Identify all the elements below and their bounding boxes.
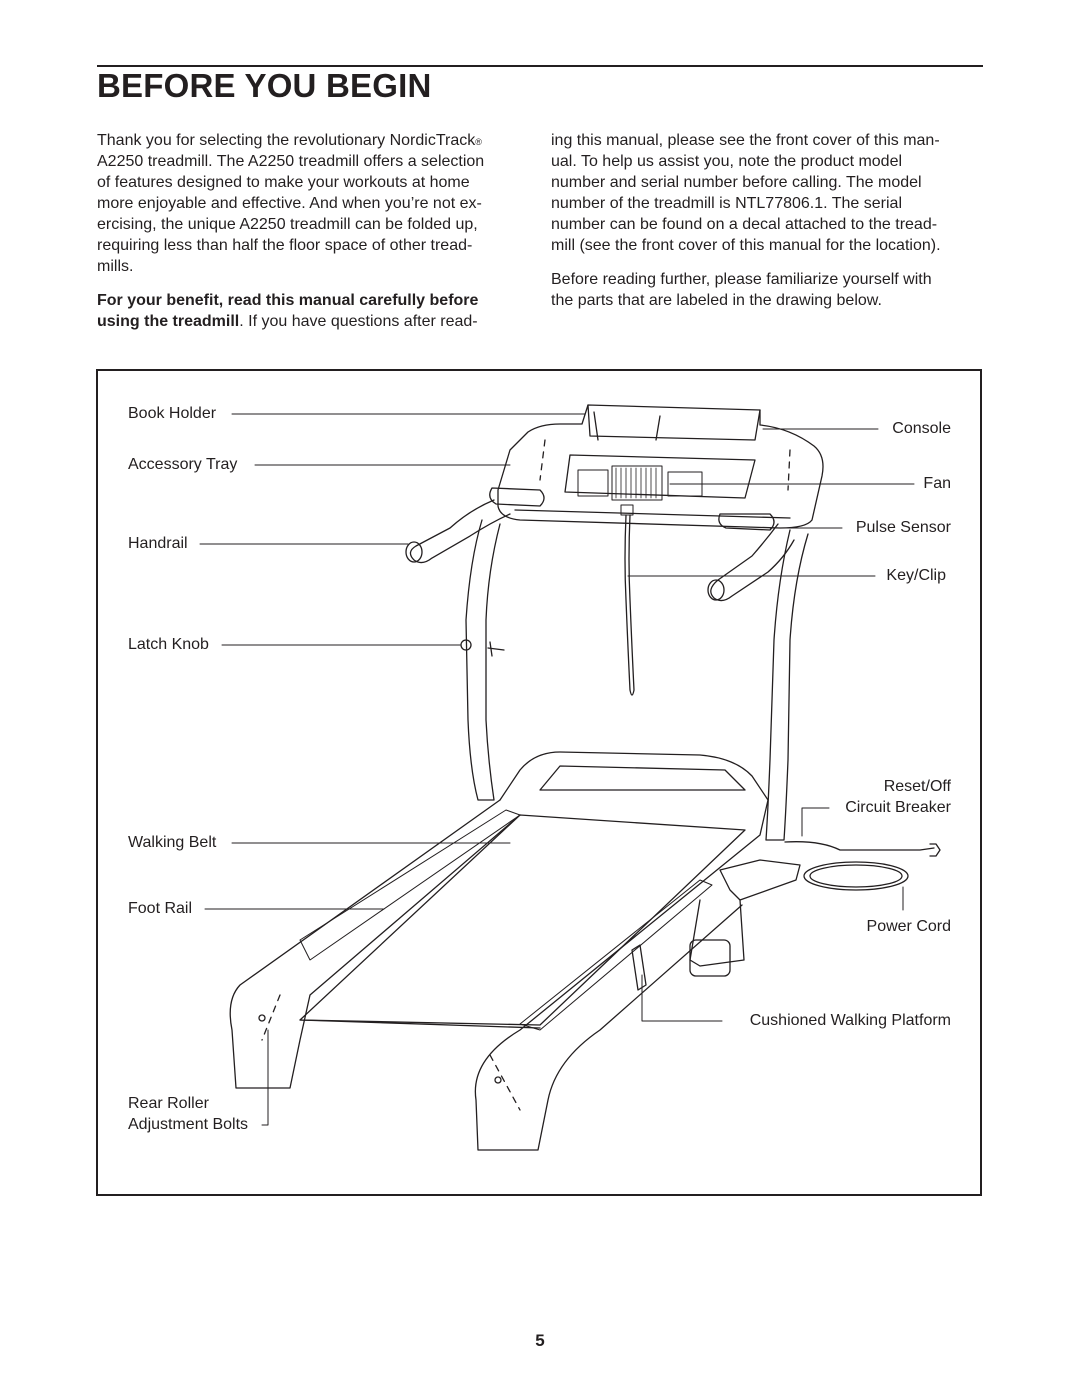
deck-left-rail (229, 799, 521, 1089)
power-cord (784, 841, 935, 851)
page-title: BEFORE YOU BEGIN (97, 67, 432, 104)
motor-hood (499, 751, 769, 801)
label-circuit-breaker: Circuit Breaker (845, 799, 951, 816)
leader-cushioned-platform (641, 974, 723, 1022)
upright-right (765, 529, 809, 841)
intro-line: mill (see the front cover of this manual… (551, 237, 941, 254)
pulse-handle-right (718, 513, 775, 531)
leader-lines (199, 413, 915, 1126)
foot-rail-left (299, 809, 521, 961)
label-key-clip: Key/Clip (886, 567, 946, 584)
label-rear-roller: Rear Roller (128, 1095, 209, 1112)
latch-knob (460, 639, 472, 651)
label-accessory-tray: Accessory Tray (128, 456, 238, 473)
intro-line: A2250 treadmill. The A2250 treadmill off… (97, 153, 485, 170)
leader-reset-off (801, 807, 830, 837)
registered-mark: ® (475, 137, 482, 147)
intro-paragraph-1: Thank you for selecting the revolutionar… (97, 130, 529, 277)
page-number: 5 (535, 1331, 545, 1350)
intro-line: the parts that are labeled in the drawin… (551, 292, 882, 309)
leader-rear-roller (261, 1029, 269, 1126)
label-adjustment-bolts: Adjustment Bolts (128, 1116, 249, 1133)
intro-line: ing this manual, please see the front co… (551, 132, 940, 149)
fan-grille (611, 465, 663, 501)
label-latch-knob: Latch Knob (128, 636, 209, 653)
console-shape (497, 404, 824, 529)
intro-line: mills. (97, 258, 134, 275)
intro-line: of features designed to make your workou… (97, 174, 470, 191)
treadmill-figure-frame (96, 369, 982, 1196)
upright-left (465, 519, 501, 801)
intro-line: Before reading further, please familiari… (551, 271, 932, 288)
foot-rail-right (519, 879, 713, 1031)
adjustment-bolt-right (494, 1076, 502, 1084)
label-cushioned-walking-platform: Cushioned Walking Platform (749, 1012, 951, 1029)
handrail-right (710, 523, 795, 602)
intro-paragraph-4: Before reading further, please familiari… (551, 269, 983, 311)
pulse-handle-left (489, 487, 545, 507)
label-fan: Fan (923, 475, 951, 492)
intro-line: number can be found on a decal attached … (551, 216, 938, 233)
intro-paragraph-2: For your benefit, read this manual caref… (97, 290, 529, 332)
deck-right-rail (474, 799, 769, 1151)
label-console: Console (892, 420, 951, 437)
label-walking-belt: Walking Belt (128, 834, 217, 851)
intro-line: . If you have questions after read- (239, 313, 478, 330)
label-foot-rail: Foot Rail (128, 900, 193, 917)
handrail-left (409, 499, 511, 564)
intro-right-column: ing this manual, please see the front co… (551, 130, 983, 324)
bold-instruction-line: For your benefit, read this manual caref… (97, 292, 479, 309)
accessory-tray-shape (564, 454, 756, 499)
adjustment-bolt-left (258, 1014, 266, 1022)
treadmill-drawing (229, 404, 941, 1151)
intro-line: ual. To help us assist you, note the pro… (551, 153, 903, 170)
label-handrail: Handrail (128, 535, 188, 552)
base-frame (719, 859, 801, 901)
label-reset-off: Reset/Off (883, 778, 951, 795)
key-clip-cord (624, 514, 635, 696)
bold-instruction-line: using the treadmill (97, 313, 240, 330)
label-pulse-sensor: Pulse Sensor (855, 519, 951, 536)
intro-line: Thank you for selecting the revolutionar… (97, 132, 476, 149)
intro-line: number and serial number before calling.… (551, 174, 922, 191)
intro-paragraph-3: ing this manual, please see the front co… (551, 130, 983, 256)
label-book-holder: Book Holder (128, 405, 217, 422)
wheel (689, 939, 731, 977)
walking-belt (299, 814, 746, 1026)
intro-line: ercising, the unique A2250 treadmill can… (97, 216, 478, 233)
intro-left-column: Thank you for selecting the revolutionar… (97, 130, 529, 345)
intro-line: number of the treadmill is NTL77806.1. T… (551, 195, 902, 212)
label-power-cord: Power Cord (866, 918, 951, 935)
heading-rule (97, 65, 983, 67)
intro-line: requiring less than half the floor space… (97, 237, 473, 254)
intro-line: more enjoyable and effective. And when y… (97, 195, 482, 212)
